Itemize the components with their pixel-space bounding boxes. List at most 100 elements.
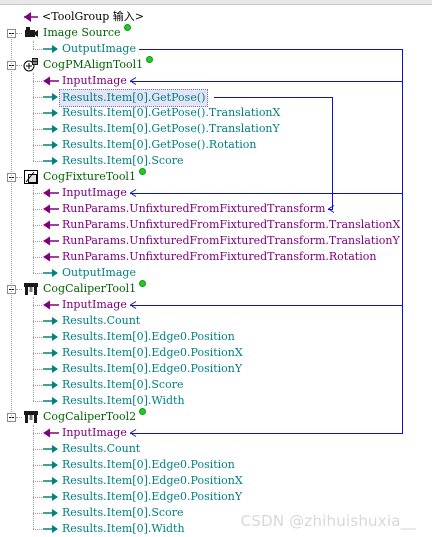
link-arrowhead-icon: [130, 301, 137, 309]
tree-connector-line: [33, 297, 34, 401]
tree-connector-line: [33, 41, 34, 49]
tree-connector-line: [33, 353, 42, 354]
camera-icon: [25, 27, 38, 37]
output-terminal-label: Results.Item[0].Width: [62, 394, 185, 407]
input-arrow-icon: [43, 300, 59, 310]
tree-connector-line: [33, 385, 42, 386]
output-terminal-label: Results.Item[0].GetPose(): [59, 89, 209, 107]
output-terminal-label: Results.Item[0].Score: [62, 506, 184, 519]
tool-node[interactable]: CogCaliperTool1: [0, 280, 432, 297]
link-line: [130, 433, 403, 434]
tree-connector-line: [33, 49, 42, 50]
terminal-row[interactable]: Results.Count: [0, 313, 432, 329]
output-terminal-label: Results.Item[0].Edge0.PositionY: [62, 490, 243, 503]
tree-connector-line: [33, 305, 42, 306]
input-arrow-icon: [43, 188, 59, 198]
tool-label: CogFixtureTool1: [43, 170, 136, 183]
terminal-row[interactable]: Results.Item[0].Score: [0, 377, 432, 393]
input-terminal-label: RunParams.UnfixturedFromFixturedTransfor…: [62, 250, 377, 263]
terminal-row[interactable]: InputImage: [0, 297, 432, 313]
status-indicator-icon: [139, 408, 146, 415]
terminal-row[interactable]: InputImage: [0, 185, 432, 201]
terminal-row[interactable]: Results.Item[0].Edge0.Position: [0, 329, 432, 345]
terminal-row[interactable]: InputImage: [0, 425, 432, 441]
watermark-text: CSDN @zhihuishuxia__: [240, 512, 416, 530]
tool-node[interactable]: CogFixtureTool1: [0, 168, 432, 185]
tree-connector-line: [16, 417, 22, 418]
tool-label: CogCaliperTool1: [43, 282, 137, 295]
pmalign-tool-icon: [23, 58, 38, 72]
link-line: [130, 305, 403, 306]
terminal-row[interactable]: Results.Item[0].GetPose().TranslationY: [0, 121, 432, 137]
tool-label: CogPMAlignTool1: [43, 58, 144, 71]
status-indicator-icon: [124, 24, 131, 31]
terminal-row[interactable]: OutputImage: [0, 41, 432, 57]
output-terminal-label: Results.Item[0].Width: [62, 522, 185, 535]
status-indicator-icon: [139, 280, 146, 287]
terminal-row[interactable]: InputImage: [0, 73, 432, 89]
tree-connector-line: [11, 33, 12, 418]
tree-connector-line: [33, 433, 42, 434]
output-arrow-icon: [43, 109, 58, 117]
terminal-row[interactable]: RunParams.UnfixturedFromFixturedTransfor…: [0, 201, 432, 217]
tool-label: CogCaliperTool2: [43, 410, 137, 423]
fixture-tool-icon: [24, 170, 38, 184]
input-terminal-label: InputImage: [62, 74, 127, 87]
terminal-row[interactable]: Results.Item[0].Width: [0, 521, 432, 537]
terminal-row[interactable]: RunParams.UnfixturedFromFixturedTransfor…: [0, 217, 432, 233]
output-terminal-label: Results.Item[0].Edge0.PositionX: [62, 346, 243, 359]
output-arrow-icon: [43, 269, 58, 277]
terminal-row[interactable]: Results.Item[0].GetPose().Rotation: [0, 137, 432, 153]
input-terminal-label: RunParams.UnfixturedFromFixturedTransfor…: [62, 202, 326, 215]
output-terminal-label: Results.Item[0].Edge0.PositionX: [62, 474, 243, 487]
status-indicator-icon: [139, 168, 146, 175]
tool-node[interactable]: CogCaliperTool2: [0, 408, 432, 425]
tree-connector-line: [16, 177, 22, 178]
tree-connector-line: [33, 73, 34, 161]
output-terminal-label: Results.Item[0].GetPose().Rotation: [62, 138, 257, 151]
input-terminal-label: InputImage: [62, 186, 127, 199]
tree-connector-line: [33, 185, 34, 273]
terminal-row[interactable]: Results.Item[0].GetPose(): [0, 89, 432, 107]
input-arrow-icon: [43, 252, 59, 262]
terminal-row[interactable]: RunParams.UnfixturedFromFixturedTransfor…: [0, 249, 432, 265]
output-arrow-icon: [43, 45, 58, 53]
tree-connector-line: [33, 97, 42, 98]
link-line: [139, 49, 403, 50]
terminal-row[interactable]: Results.Item[0].Edge0.PositionX: [0, 473, 432, 489]
terminal-row[interactable]: Results.Item[0].Edge0.PositionY: [0, 489, 432, 505]
terminal-row[interactable]: Results.Item[0].Score: [0, 505, 432, 521]
terminal-row[interactable]: Results.Item[0].Edge0.Position: [0, 457, 432, 473]
tree-connector-line: [16, 289, 22, 290]
caliper-tool-icon: [24, 411, 38, 423]
terminal-row[interactable]: RunParams.UnfixturedFromFixturedTransfor…: [0, 233, 432, 249]
terminal-row[interactable]: Results.Count: [0, 441, 432, 457]
terminal-row[interactable]: Results.Item[0].Edge0.PositionY: [0, 361, 432, 377]
terminal-row[interactable]: Results.Item[0].Edge0.PositionX: [0, 345, 432, 361]
output-terminal-label: Results.Item[0].GetPose().TranslationX: [62, 106, 281, 119]
link-line: [130, 193, 403, 194]
tool-node[interactable]: CogPMAlignTool1: [0, 56, 432, 73]
output-arrow-icon: [43, 509, 58, 517]
input-arrow-icon: [43, 76, 59, 86]
link-line: [130, 81, 403, 82]
output-terminal-label: Results.Item[0].Edge0.PositionY: [62, 362, 243, 375]
input-terminal-label: RunParams.UnfixturedFromFixturedTransfor…: [62, 234, 400, 247]
input-terminal-label: InputImage: [62, 426, 127, 439]
toolgroup-root-row[interactable]: <ToolGroup 输入>: [0, 9, 432, 25]
terminal-row[interactable]: Results.Item[0].Width: [0, 393, 432, 409]
terminal-row[interactable]: Results.Item[0].Score: [0, 153, 432, 169]
tree-connector-line: [33, 193, 42, 194]
terminal-row[interactable]: Results.Item[0].GetPose().TranslationX: [0, 105, 432, 121]
output-terminal-label: Results.Item[0].Score: [62, 378, 184, 391]
output-arrow-icon: [43, 397, 58, 405]
terminal-row[interactable]: OutputImage: [0, 265, 432, 281]
tool-node[interactable]: Image Source: [0, 24, 432, 41]
output-arrow-icon: [43, 493, 58, 501]
link-line: [328, 209, 333, 210]
tree-connector-line: [33, 481, 42, 482]
output-terminal-label: Results.Item[0].Edge0.Position: [62, 458, 235, 471]
tree-connector-line: [33, 129, 42, 130]
tree-connector-line: [33, 513, 42, 514]
